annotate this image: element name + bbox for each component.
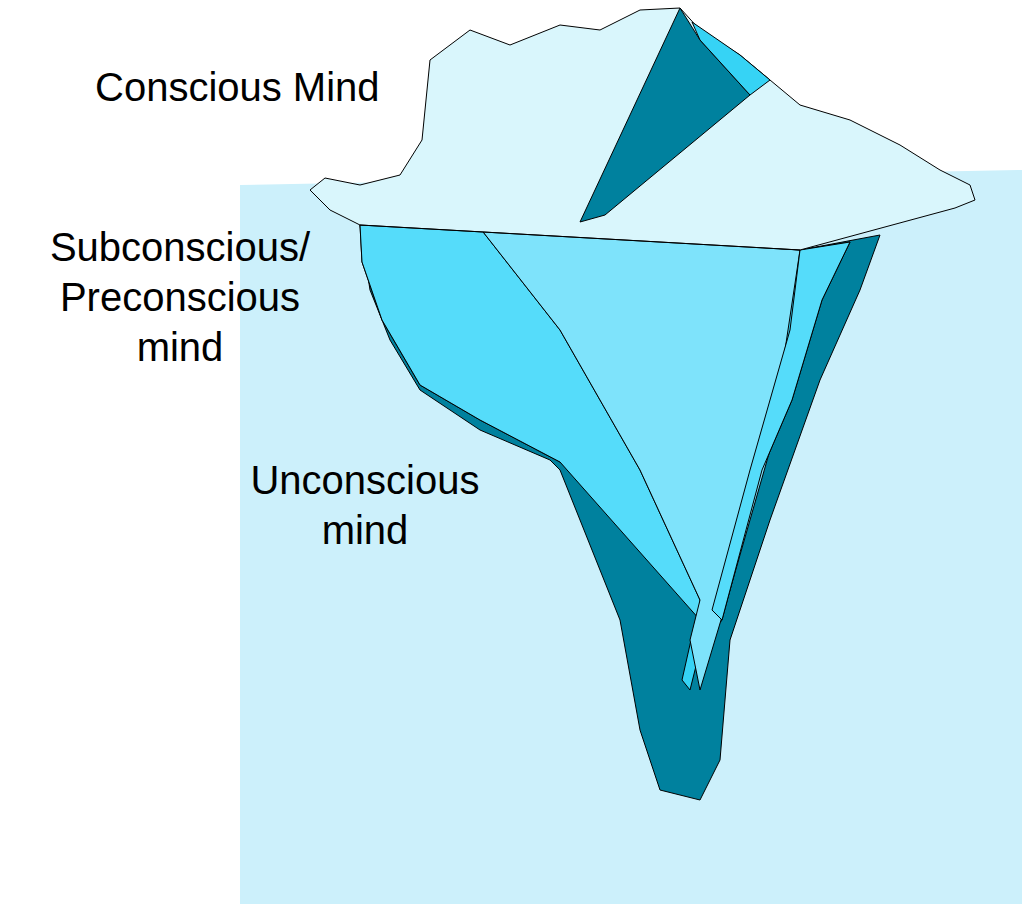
iceberg-dark-facet	[580, 8, 750, 222]
level-label: Conscious Mind	[95, 62, 415, 112]
iceberg-small-facet	[692, 22, 770, 95]
iceberg-back-facet	[360, 225, 880, 800]
water-area	[240, 170, 1022, 904]
iceberg-tip	[310, 8, 975, 250]
level-label: Subconscious/ Preconscious mind	[30, 222, 330, 372]
iceberg-side-facet	[360, 225, 850, 690]
iceberg-center-facet	[480, 228, 800, 690]
level-label: Unconscious mind	[240, 455, 490, 555]
iceberg-right-facet	[712, 242, 850, 620]
water-line	[360, 225, 800, 250]
